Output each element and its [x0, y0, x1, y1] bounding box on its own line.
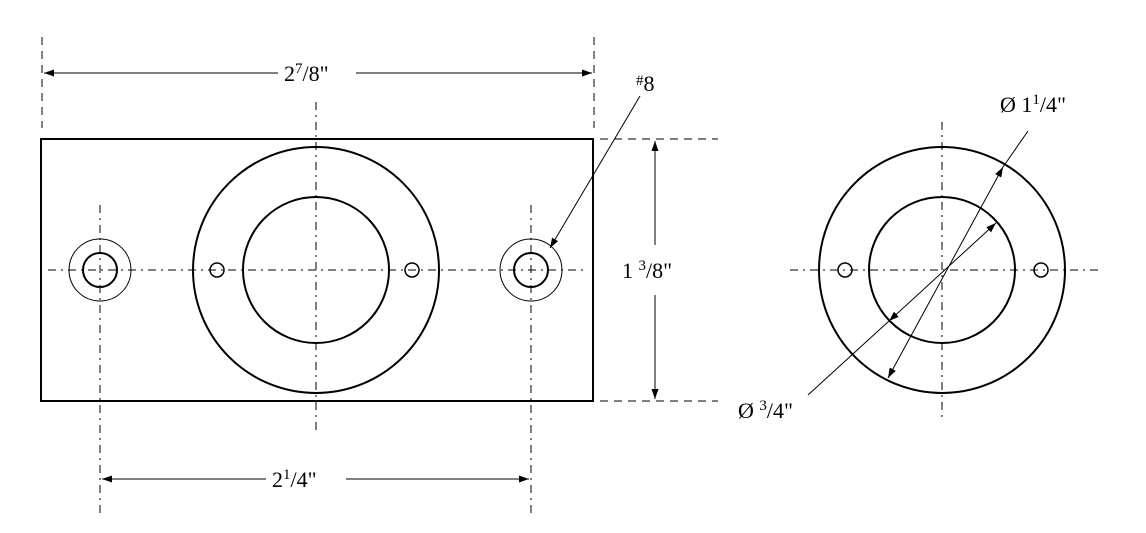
boss-outer-circle [192, 146, 440, 394]
screw-size-callout: #8 [549, 71, 655, 249]
side-small-hole-right [1033, 262, 1049, 278]
inner-diameter-dimension-line [888, 222, 997, 322]
overall-width-label: 27/8" [284, 61, 329, 86]
left-mounting-hole [82, 252, 118, 288]
plate-front-view [40, 102, 594, 518]
hole-spacing-label: 21/4" [272, 467, 317, 492]
boss-small-hole-right [404, 262, 420, 278]
boss-inner-bore [242, 196, 390, 344]
outer-diameter-dimension-line [887, 166, 1004, 379]
side-small-hole-left [837, 262, 853, 278]
height-label: 1 3/8" [622, 258, 672, 283]
right-mounting-hole [513, 252, 549, 288]
left-countersink-circle [68, 238, 132, 302]
hole-spacing-dimension: 21/4" [102, 467, 529, 492]
screw-leader-line [549, 95, 641, 249]
inner-diameter-label: Ø 3/4" [738, 398, 793, 423]
boss-small-hole-left [209, 262, 225, 278]
overall-width-dimension: 27/8" [41, 37, 595, 128]
inner-diameter-leader [807, 320, 890, 396]
height-dimension: 1 3/8" [600, 138, 718, 402]
boss-side-view: Ø 11/4" Ø 3/4" [738, 92, 1102, 423]
plate-outline [40, 138, 594, 402]
right-countersink-circle [499, 238, 563, 302]
outer-diameter-leader [1002, 130, 1029, 168]
outer-diameter-label: Ø 11/4" [1000, 92, 1066, 117]
screw-size-label: #8 [636, 71, 655, 96]
side-outer-circle [818, 146, 1066, 394]
